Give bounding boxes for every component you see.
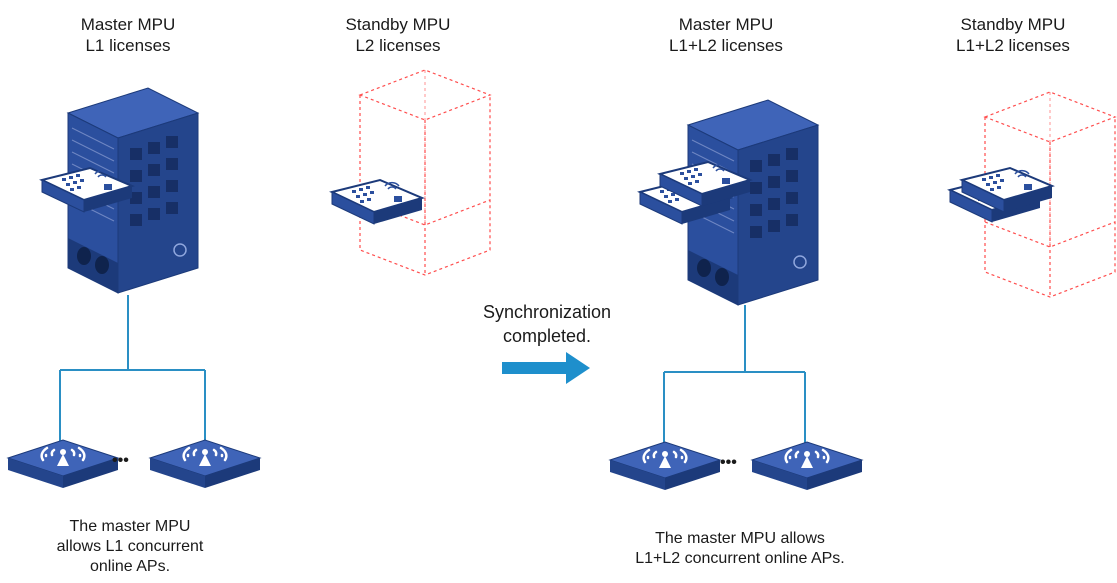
access-point-icon	[148, 438, 262, 490]
header-license: L1+L2 licenses	[956, 36, 1070, 55]
access-point-icon	[6, 438, 120, 490]
access-point-icon	[608, 440, 722, 492]
header-standby-after: Standby MPU L1+L2 licenses	[933, 14, 1093, 56]
header-master-after: Master MPU L1+L2 licenses	[646, 14, 806, 56]
caption-after: The master MPU allows L1+L2 concurrent o…	[600, 529, 880, 569]
header-license: L1+L2 licenses	[669, 36, 783, 55]
ap-ellipsis: •••	[720, 454, 737, 471]
header-standby-before: Standby MPU L2 licenses	[318, 14, 478, 56]
caption-line: L1+L2 concurrent online APs.	[635, 550, 845, 567]
header-title: Master MPU	[80, 15, 176, 34]
sync-arrow-icon	[502, 352, 590, 384]
standby-mpu-ghost-before	[359, 69, 491, 276]
caption-line: allows L1 concurrent	[56, 538, 204, 555]
sync-line1: Synchronization	[482, 302, 612, 322]
sync-label: Synchronization completed.	[452, 300, 642, 348]
header-title: Master MPU	[678, 15, 774, 34]
caption-line: The master MPU allows	[655, 530, 825, 547]
ap-ellipsis: •••	[112, 452, 129, 469]
ap-links-after	[663, 305, 806, 462]
header-title: Standby MPU	[345, 15, 451, 34]
license-card-icon	[331, 179, 423, 225]
caption-before: The master MPU allows L1 concurrent onli…	[30, 517, 230, 577]
ap-links-before	[59, 295, 206, 460]
header-license: L1 licenses	[85, 36, 171, 55]
caption-line: online APs.	[89, 558, 171, 575]
sync-line2: completed.	[502, 326, 592, 346]
access-point-icon	[750, 440, 864, 492]
caption-line: The master MPU	[69, 518, 191, 535]
header-master-before: Master MPU L1 licenses	[48, 14, 208, 56]
header-license: L2 licenses	[355, 36, 441, 55]
header-title: Standby MPU	[960, 15, 1066, 34]
